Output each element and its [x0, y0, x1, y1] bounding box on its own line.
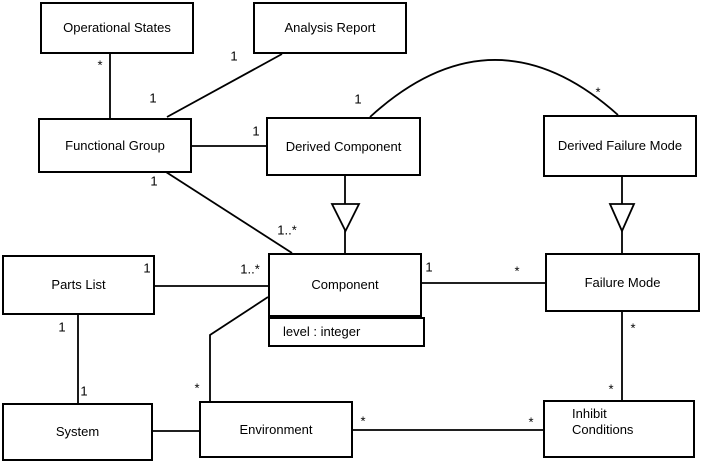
- class-name: Component: [311, 277, 379, 292]
- class-box-component: Component: [268, 253, 422, 317]
- multiplicity-label: *: [630, 320, 636, 336]
- class-attribute-compartment-component: level : integer: [268, 317, 425, 347]
- class-box-analysis-report: Analysis Report: [253, 2, 407, 54]
- multiplicity-label: *: [514, 263, 520, 279]
- class-name: Environment: [239, 421, 313, 437]
- class-box-environment: Environment: [199, 401, 353, 458]
- class-name: Operational States: [63, 20, 171, 35]
- association-functional-group-component: [165, 171, 293, 254]
- multiplicity-label: 1: [149, 90, 157, 106]
- class-name: Parts List: [51, 277, 106, 292]
- multiplicity-label: 1: [150, 173, 158, 189]
- multiplicity-label: 1: [230, 48, 238, 64]
- association-analysis-report-functional-group: [166, 53, 283, 118]
- class-box-derived-component: Derived Component: [266, 117, 421, 176]
- multiplicity-label: 1: [354, 91, 362, 107]
- class-box-failure-mode: Failure Mode: [545, 253, 700, 312]
- multiplicity-label: 1: [58, 319, 66, 335]
- multiplicity-label: *: [528, 414, 534, 430]
- class-name: Functional Group: [65, 137, 165, 153]
- class-name: Derived Failure Mode: [557, 138, 683, 153]
- multiplicity-label: 1: [425, 259, 433, 275]
- multiplicity-label: *: [608, 381, 614, 397]
- class-box-functional-group: Functional Group: [38, 118, 192, 173]
- multiplicity-label: 1: [252, 123, 260, 139]
- class-attribute: level : integer: [283, 324, 361, 339]
- association-component-environment: [209, 296, 269, 401]
- class-name: Failure Mode: [584, 274, 661, 290]
- class-name: System: [55, 424, 100, 439]
- class-name: Inhibit Conditions: [572, 406, 634, 437]
- multiplicity-label: *: [360, 413, 366, 429]
- association-derived-component-derived-failure-mode-arc: [369, 59, 619, 118]
- class-name: Analysis Report: [284, 20, 376, 35]
- multiplicity-label: 1: [80, 383, 88, 399]
- multiplicity-label: *: [595, 84, 601, 100]
- multiplicity-label: 1: [143, 260, 151, 276]
- multiplicity-label: *: [194, 380, 200, 396]
- generalization-arrow-icon: [330, 203, 361, 234]
- multiplicity-label: 1..*: [240, 261, 260, 277]
- class-box-derived-failure-mode: Derived Failure Mode: [543, 115, 697, 177]
- class-box-parts-list: Parts List: [2, 255, 155, 315]
- multiplicity-label: *: [97, 57, 103, 73]
- class-box-inhibit-conditions: Inhibit Conditions: [543, 400, 695, 458]
- class-box-system: System: [2, 403, 153, 461]
- class-name: Derived Component: [285, 138, 402, 154]
- generalization-arrow-icon: [608, 203, 636, 234]
- multiplicity-label: 1..*: [277, 222, 297, 238]
- class-box-operational-states: Operational States: [40, 2, 194, 54]
